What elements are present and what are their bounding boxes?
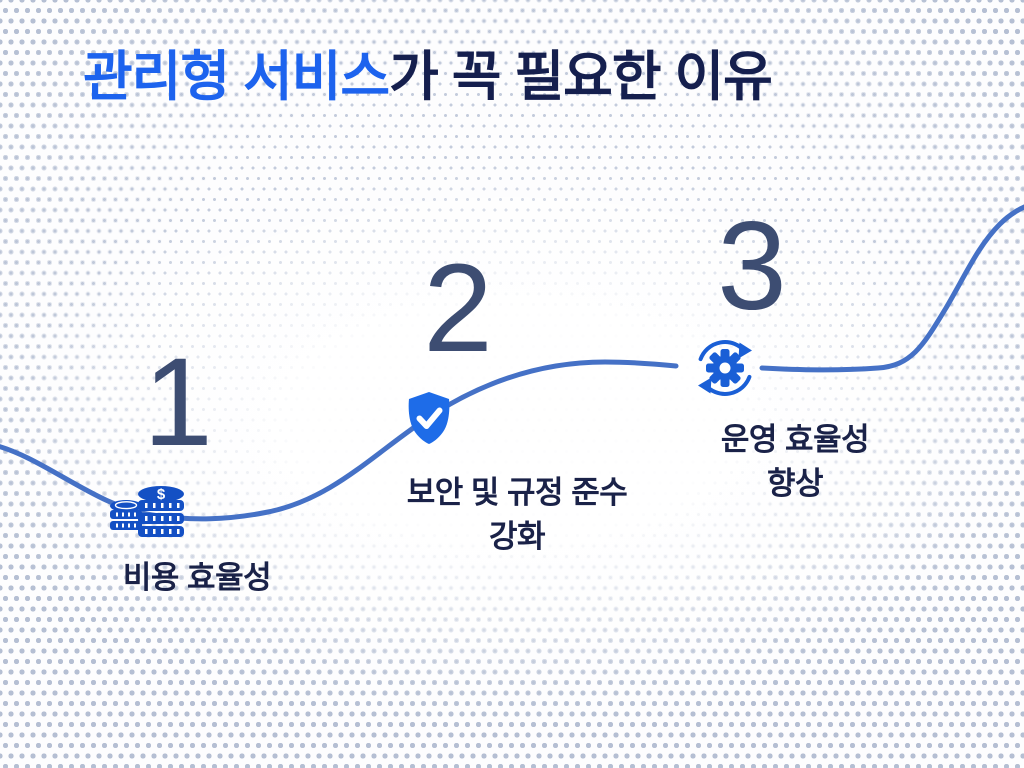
step-label-1: 비용 효율성: [37, 556, 357, 600]
shield-check-icon: [403, 390, 455, 446]
step-number-1: 1: [143, 333, 213, 472]
step-label-3-line1: 운영 효율성: [720, 422, 870, 457]
step-label-3: 운영 효율성 향상: [635, 418, 955, 506]
dollar-sign-glyph: $: [157, 486, 166, 503]
step-number-3: 3: [717, 197, 787, 336]
step-label-2: 보안 및 규정 준수 강화: [357, 471, 677, 559]
money-coins-icon: $: [108, 482, 192, 540]
title-accent-text: 관리형 서비스: [83, 47, 390, 107]
step-label-2-line2: 강화: [488, 519, 546, 554]
title-rest-text: 가 꼭 필요한 이유: [389, 47, 773, 107]
step-label-1-line1: 비용 효율성: [122, 560, 272, 595]
step-number-2: 2: [423, 239, 493, 378]
page-title: 관리형 서비스가 꼭 필요한 이유: [83, 44, 773, 112]
step-label-2-line1: 보안 및 규정 준수: [406, 475, 628, 510]
gear-sync-icon: [692, 336, 758, 400]
step-label-3-line2: 향상: [766, 466, 824, 501]
